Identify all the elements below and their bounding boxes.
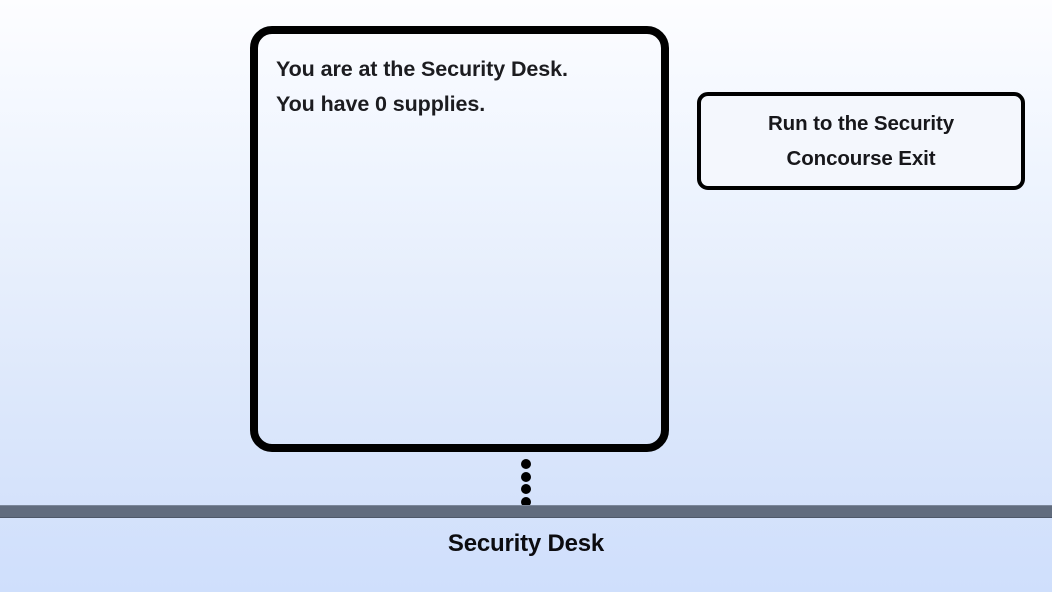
scene-status-text: You are at the Security Desk. You have 0… — [276, 57, 568, 116]
scene-panel: You are at the Security Desk. You have 0… — [250, 26, 669, 452]
connector-dot — [521, 471, 531, 482]
action-button-label: Run to the Security Concourse Exit — [767, 112, 955, 170]
connector-dots — [521, 459, 531, 507]
connector-dot — [521, 484, 531, 494]
run-to-security-concourse-exit-button[interactable]: Run to the Security Concourse Exit — [697, 92, 1025, 190]
ground-bar — [0, 505, 1052, 518]
location-label: Security Desk — [447, 530, 605, 557]
connector-dot — [521, 459, 531, 469]
connector-dot — [521, 496, 531, 507]
